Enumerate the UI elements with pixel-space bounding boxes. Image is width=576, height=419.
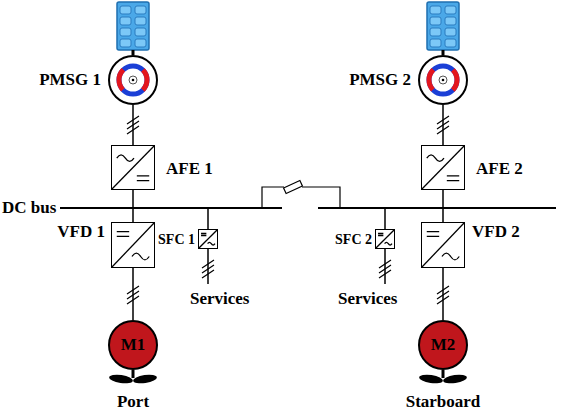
side-label: Port [117, 392, 149, 412]
generator-symbol [108, 55, 158, 105]
wire [442, 208, 444, 222]
motor-label: M2 [431, 335, 456, 355]
turbine-cell [135, 39, 146, 47]
turbine-cell [430, 6, 441, 14]
converter-symbol [112, 223, 154, 267]
wire [132, 190, 134, 208]
turbine-icon [117, 2, 149, 55]
converter-symbol [199, 230, 217, 248]
wire [207, 249, 209, 284]
turbine-cell [120, 39, 131, 47]
load-label: Services [338, 289, 397, 309]
propeller-shaft [442, 370, 445, 378]
motor-label: M1 [121, 335, 146, 355]
component-label: SFC 2 [335, 232, 372, 248]
component-label: VFD 1 [57, 222, 105, 242]
propeller-blade [109, 373, 134, 384]
side-label: Starboard [406, 392, 481, 412]
turbine-cell [430, 28, 441, 36]
dc-bus-line [318, 207, 556, 209]
load-label: Services [190, 289, 249, 309]
propeller-blade [419, 373, 444, 384]
turbine-cell [445, 28, 456, 36]
bus-label: DC bus [2, 198, 56, 218]
dc-bus-line [60, 207, 282, 209]
propeller-icon [419, 370, 468, 385]
component-label: PMSG 1 [39, 70, 101, 90]
turbine-cell [135, 6, 146, 14]
converter-box: AFE 1 [111, 145, 155, 190]
turbine-cell [120, 28, 131, 36]
converter-symbol [112, 146, 154, 189]
converter-box: VFD 2 [421, 222, 465, 268]
three-phase-marks [127, 116, 449, 304]
converter-symbol [376, 230, 394, 248]
generator-circle: PMSG 2 [418, 55, 468, 105]
turbine-body [427, 2, 459, 50]
fuse-symbol [284, 180, 303, 193]
component-label: VFD 2 [472, 222, 520, 242]
bus-drops [133, 190, 443, 284]
component-label: PMSG 2 [349, 70, 411, 90]
motor-circle: M1 [108, 320, 158, 370]
generator-circle: PMSG 1 [108, 55, 158, 105]
turbine-cell [135, 17, 146, 25]
turbine-cell [120, 17, 131, 25]
turbine-cell [445, 39, 456, 47]
three-phase-wire [132, 268, 134, 320]
turbine-cell [445, 6, 456, 14]
converter-symbol [422, 223, 464, 267]
turbine-body [117, 2, 149, 50]
converter-symbol [422, 146, 464, 189]
converter-box: VFD 1 [111, 222, 155, 268]
turbine-cell [120, 6, 131, 14]
turbine-cell [430, 17, 441, 25]
three-phase-wire [132, 105, 134, 145]
propeller-blade [133, 373, 158, 384]
three-phase-wire [442, 105, 444, 145]
component-label: SFC 1 [158, 232, 195, 248]
motor-circle: M2 [418, 320, 468, 370]
component-label: AFE 1 [166, 159, 213, 179]
phase-slashes [379, 260, 391, 278]
turbine-cell [445, 17, 456, 25]
propeller-shaft [132, 370, 135, 378]
converter-box: AFE 2 [421, 145, 465, 190]
three-phase-wire [442, 268, 444, 320]
bus-tie-wire [262, 187, 284, 208]
converter-box: SFC 2 [375, 229, 395, 249]
component-label: AFE 2 [476, 159, 523, 179]
turbine-shaft [132, 50, 135, 55]
wire [384, 208, 386, 229]
turbine-cell [135, 28, 146, 36]
propeller-icon [109, 370, 158, 385]
turbine-shaft [442, 50, 445, 55]
generator-symbol [418, 55, 468, 105]
bus-tie-wire [302, 187, 340, 208]
converter-box: SFC 1 [198, 229, 218, 249]
wire [442, 190, 444, 208]
wire [132, 208, 134, 222]
wire [384, 249, 386, 284]
turbine-cell [430, 39, 441, 47]
wire [207, 208, 209, 229]
propeller-blade [443, 373, 468, 384]
turbine-icon [427, 2, 459, 55]
phase-slashes [202, 260, 214, 278]
